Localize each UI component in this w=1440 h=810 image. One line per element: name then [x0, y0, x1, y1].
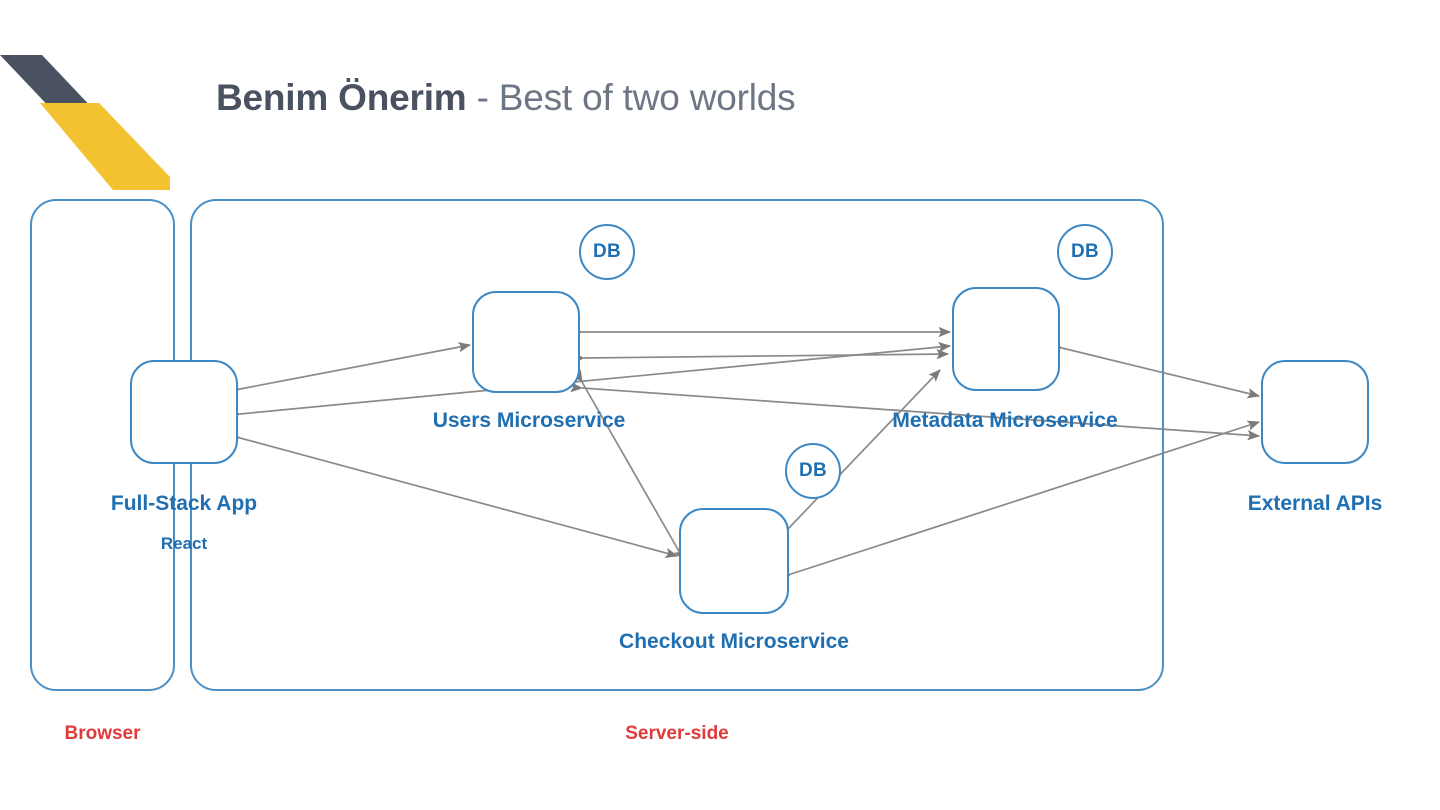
node-users-microservice[interactable]: [472, 291, 580, 393]
logo-yellow-stripe-b: [40, 103, 170, 190]
node-label-external-apis: External APIs: [1247, 492, 1383, 515]
db-icon-users[interactable]: DB: [579, 224, 635, 280]
node-fullstack-app[interactable]: [130, 360, 238, 464]
node-checkout-microservice[interactable]: [679, 508, 789, 614]
page-title-light: - Best of two worlds: [466, 77, 796, 118]
db-label-checkout: DB: [798, 460, 828, 481]
db-label-users: DB: [592, 241, 622, 262]
node-label-fullstack-app: Full-Stack App: [110, 492, 258, 515]
zone-caption-browser: Browser: [64, 723, 141, 744]
db-icon-metadata[interactable]: DB: [1057, 224, 1113, 280]
node-label-checkout-microservice: Checkout Microservice: [619, 630, 849, 653]
node-external-apis[interactable]: [1261, 360, 1369, 464]
zone-server: [190, 199, 1164, 691]
node-label-users-microservice: Users Microservice: [432, 409, 626, 432]
node-metadata-microservice[interactable]: [952, 287, 1060, 391]
brand-logo: [0, 55, 180, 190]
db-label-metadata: DB: [1070, 241, 1100, 262]
node-sublabel-react: React: [160, 534, 208, 553]
node-label-metadata-microservice: Metadata Microservice: [892, 409, 1118, 432]
db-icon-checkout[interactable]: DB: [785, 443, 841, 499]
zone-caption-server: Server-side: [625, 723, 729, 744]
page-title-strong: Benim Önerim: [216, 77, 467, 118]
page-title: Benim Önerim - Best of two worlds: [216, 72, 796, 124]
